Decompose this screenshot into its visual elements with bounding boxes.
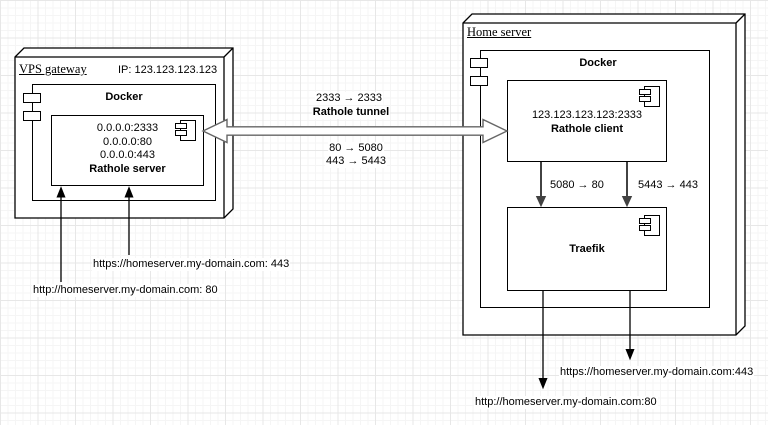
rathole-server-text: 0.0.0.0:2333 0.0.0.0:80 0.0.0.0:443 Rath… [51,122,204,176]
traefik-name: Traefik [569,243,605,255]
right-https-url-label: https://homeserver.my-domain.com:443 [559,366,755,379]
rathole-client-text: 123.123.123.123:2333 Rathole client [507,109,667,136]
port-map-5080-label: 5080 → 80 [549,179,605,192]
rathole-client-address: 123.123.123.123:2333 [531,109,643,121]
vps-gateway-title: VPS gateway [19,62,87,76]
component-tab-icon [23,93,41,103]
vps-ip-label: IP: 123.123.123.123 [118,64,218,76]
tunnel-ports-label: 2333 → 2333 [314,92,384,105]
rathole-server-port: 0.0.0.0:2333 [96,122,159,134]
tunnel-https-map-label: 443 → 5443 [325,155,387,168]
rathole-server-port: 0.0.0.0:443 [99,149,156,161]
traefik-text: Traefik [507,243,667,257]
http-ingress-arrow-left [56,186,66,282]
right-http-url-label: http://homeserver.my-domain.com:80 [474,396,658,409]
tunnel-name-label: Rathole tunnel [311,106,391,119]
home-server-title: Home server [467,25,532,39]
left-http-url-label: http://homeserver.my-domain.com: 80 [32,284,219,297]
home-docker-label: Docker [579,57,617,69]
component-icon [639,215,660,236]
component-tab-icon [23,111,41,121]
component-icon [639,86,660,107]
tunnel-http-map-label: 80 → 5080 [328,142,384,155]
component-tab-icon [470,76,488,86]
rathole-client-name: Rathole client [550,122,624,135]
rathole-tunnel-arrow [201,118,509,144]
port-map-5443-label: 5443 → 443 [637,179,699,192]
left-https-url-label: https://homeserver.my-domain.com: 443 [92,258,291,271]
vps-docker-label: Docker [105,91,143,103]
component-tab-icon [470,58,488,68]
rathole-server-port: 0.0.0.0:80 [103,135,152,148]
rathole-server-name: Rathole server [89,162,166,175]
